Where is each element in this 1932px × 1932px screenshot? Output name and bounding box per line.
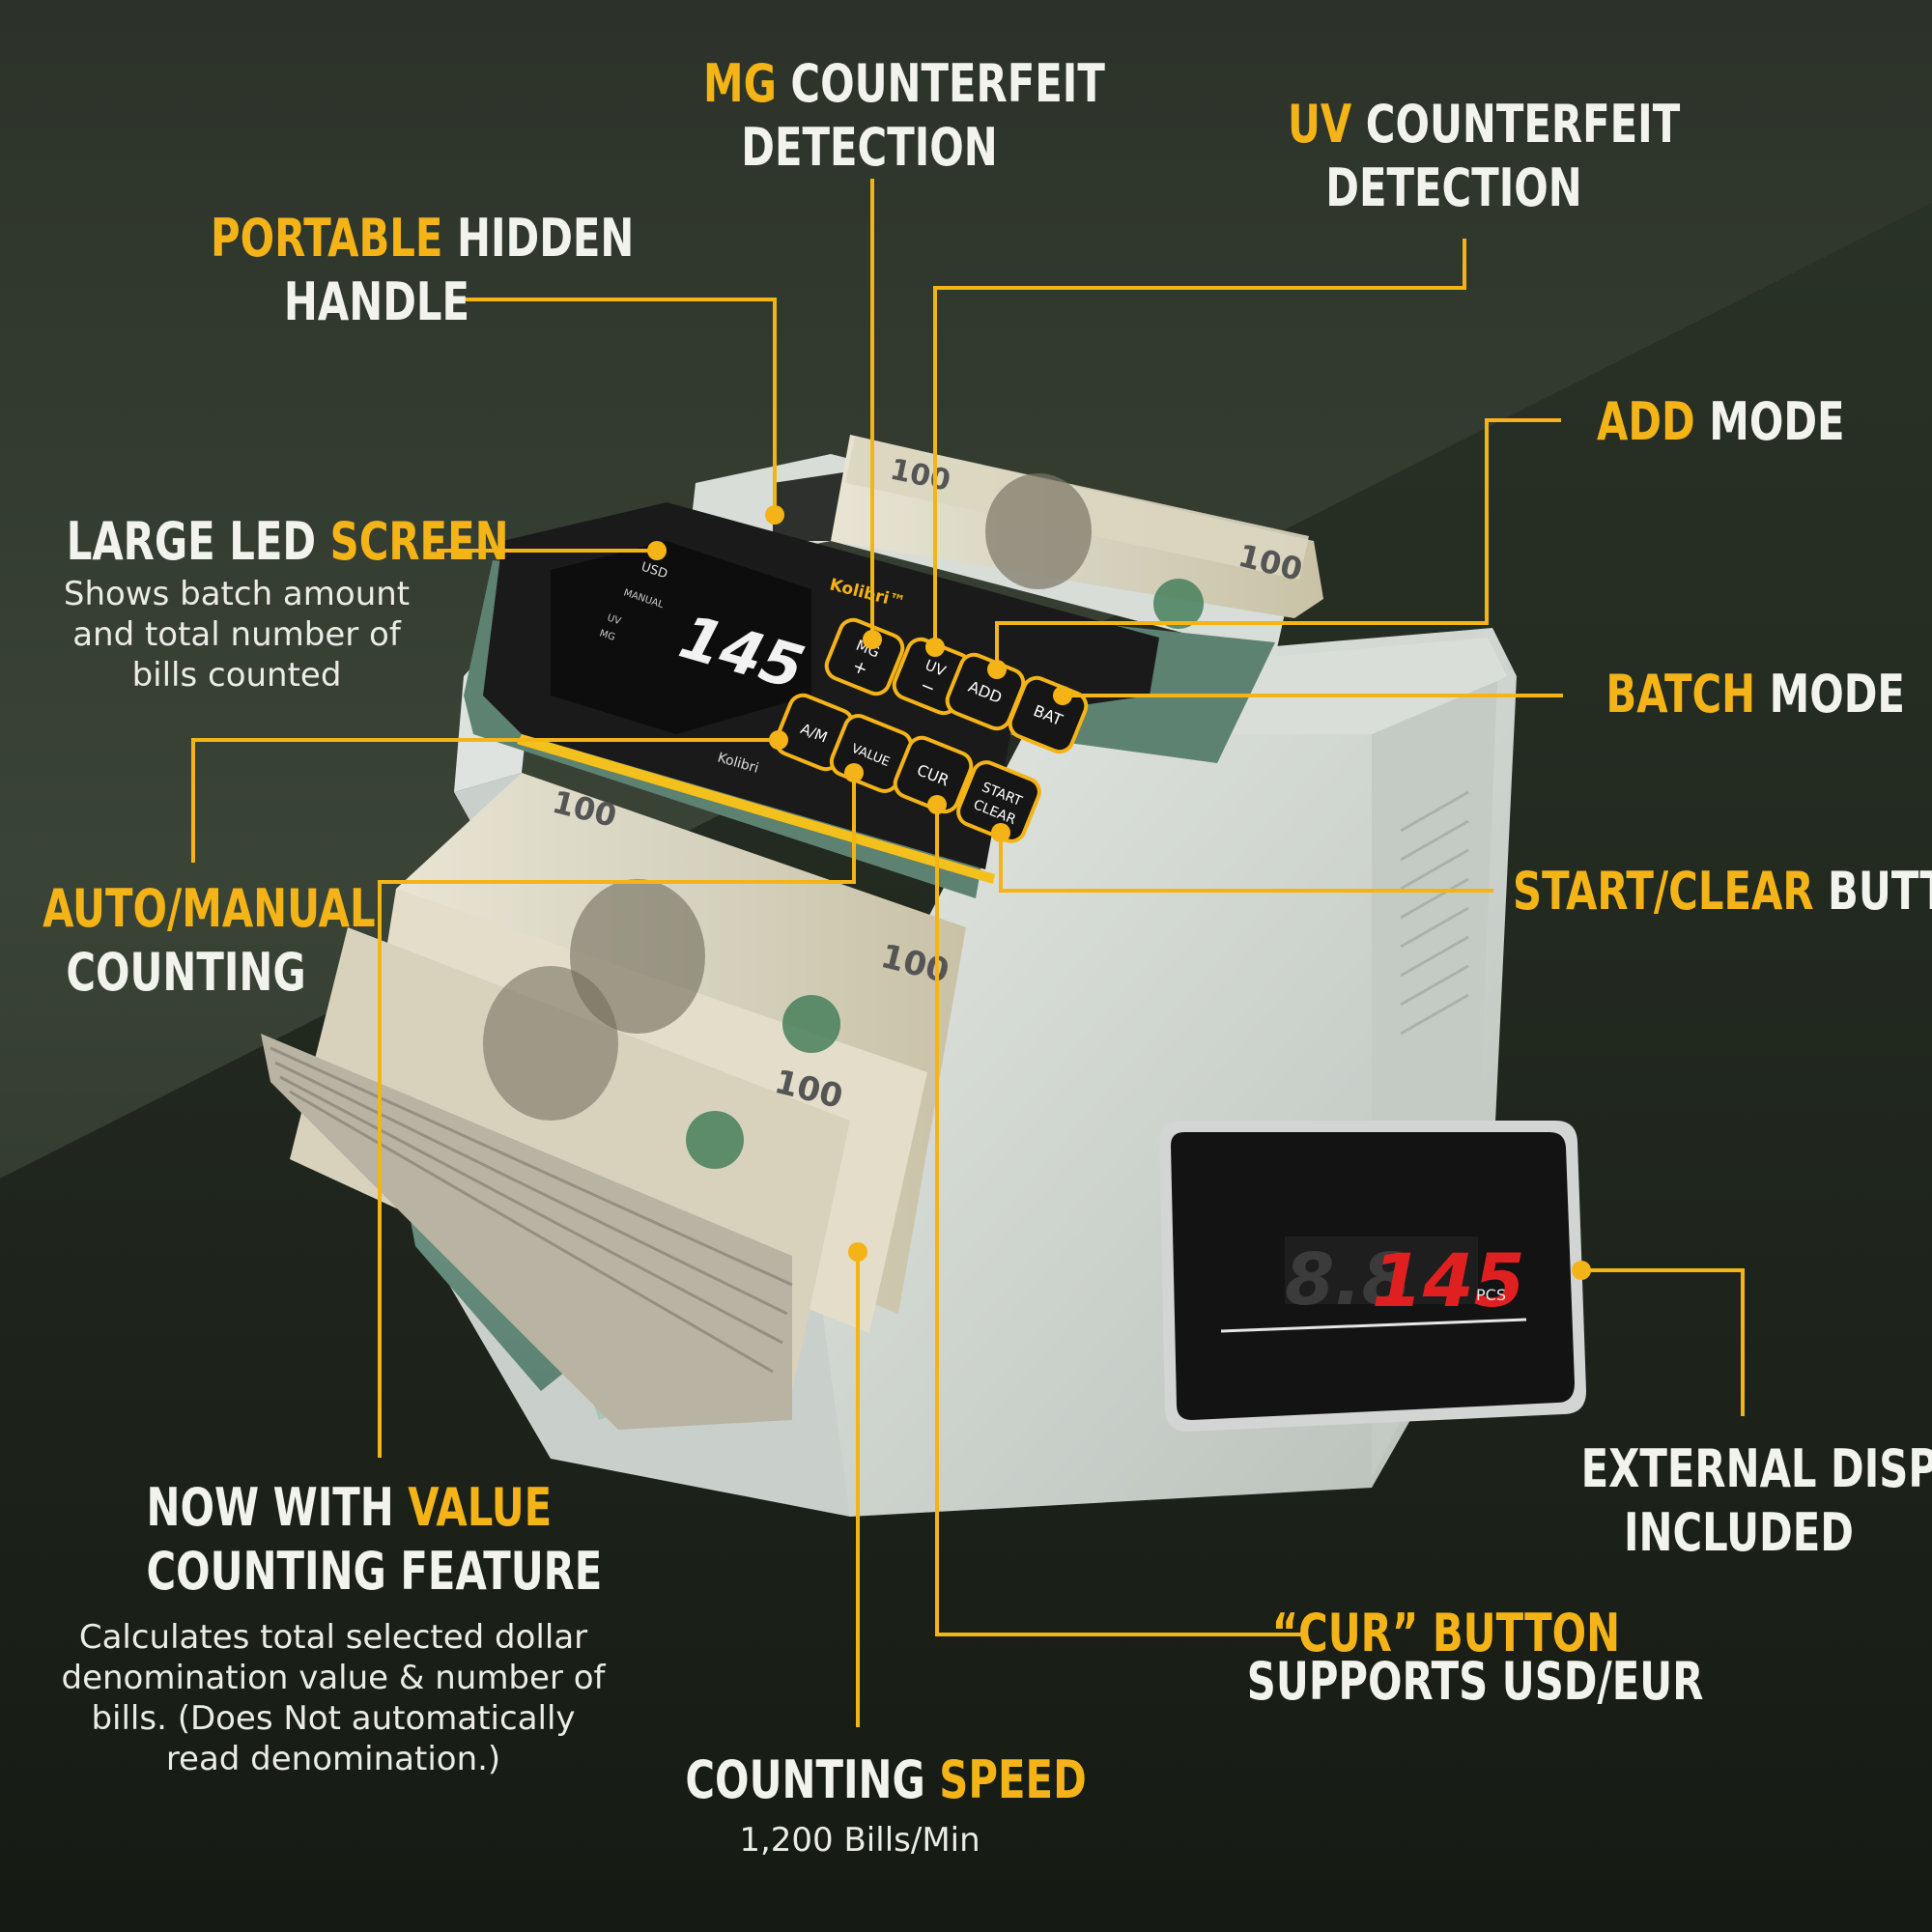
callout-handle-accent: PORTABLE (211, 208, 443, 269)
cur-button[interactable]: CUR (891, 734, 975, 816)
svg-text:−: − (917, 675, 938, 699)
callout-add-accent: ADD (1597, 391, 1695, 452)
leader-auto (191, 738, 779, 863)
callout-value-counting: NOW WITH VALUE COUNTING FEATURE (146, 1476, 603, 1604)
callout-mg-detection: MG COUNTERFEIT DETECTION (703, 52, 1105, 180)
callout-batch-rest: MODE (1755, 664, 1905, 724)
callout-uv-accent: UV (1288, 94, 1352, 155)
callout-cur-line2: SUPPORTS USD/EUR (1246, 1651, 1704, 1712)
leader-value (378, 773, 856, 1458)
leader-handle (464, 298, 777, 515)
callout-mg-rest: COUNTERFEIT (776, 53, 1105, 114)
bills-hopper: 100 100 (831, 435, 1323, 629)
leader-start (999, 833, 1493, 893)
callout-screen-description: Shows batch amount and total number of b… (63, 575, 411, 695)
callout-mg-line2: DETECTION (741, 117, 998, 178)
callout-handle-line2: HANDLE (283, 271, 470, 332)
callout-batch-accent: BATCH (1605, 664, 1756, 724)
bills-front: 100 100 100 (261, 773, 966, 1430)
external-display-readout: 8.8 145 PCS (1285, 1237, 1525, 1323)
callout-add-rest: MODE (1694, 391, 1845, 452)
callout-uv-detection: UV COUNTERFEIT DETECTION (1288, 93, 1680, 220)
external-display-value: 145 (1372, 1237, 1525, 1323)
callout-portable-handle: PORTABLE HIDDEN HANDLE (211, 207, 634, 334)
callout-cur-accent: “CUR” BUTTON (1271, 1603, 1621, 1663)
callout-external-line1: EXTERNAL DISPLAY (1580, 1438, 1932, 1499)
callout-cur-line2-wrap: SUPPORTS USD/EUR (1246, 1650, 1704, 1714)
callout-uv-line2: DETECTION (1325, 157, 1582, 218)
callout-uv-rest: COUNTERFEIT (1351, 94, 1681, 155)
callout-start-clear: START/CLEAR BUTTON (1513, 860, 1932, 923)
callout-batch-mode: BATCH MODE (1605, 663, 1905, 726)
callout-screen-accent: SCREEN (329, 511, 509, 572)
callout-speed-accent: SPEED (939, 1749, 1087, 1810)
callout-auto-line2: COUNTING (66, 942, 306, 1003)
external-display-unit: PCS (1476, 1286, 1506, 1304)
callout-handle-rest: HIDDEN (442, 208, 635, 269)
leader-add (995, 418, 1561, 669)
callout-counting-speed: COUNTING SPEED (685, 1748, 1086, 1812)
callout-external-display: EXTERNAL DISPLAY INCLUDED (1580, 1437, 1932, 1565)
leader-external (1581, 1268, 1745, 1416)
callout-start-accent: START/CLEAR (1513, 861, 1814, 922)
callout-add-mode: ADD MODE (1597, 390, 1846, 454)
start-clear-button[interactable]: START CLEAR (954, 758, 1043, 845)
callout-screen-text: LARGE LED (66, 511, 330, 572)
callout-start-rest: BUTTON (1828, 861, 1932, 922)
callout-auto-accent: AUTO/MANUAL (43, 878, 376, 939)
callout-external-line2: INCLUDED (1623, 1502, 1854, 1563)
callout-value-description: Calculates total selected dollar denomin… (61, 1618, 606, 1778)
callout-speed-text: COUNTING (685, 1749, 940, 1810)
svg-text:8.8: 8.8 (1285, 1238, 1411, 1321)
svg-text:+: + (849, 656, 870, 680)
callout-value-accent: VALUE (408, 1477, 553, 1538)
external-display (1159, 1121, 1586, 1432)
callout-cur-button: “CUR” BUTTON (1271, 1602, 1621, 1665)
callout-value-line2: COUNTING FEATURE (146, 1541, 603, 1602)
lcd-mg-tag: MG (598, 628, 616, 643)
callout-speed-description: 1,200 Bills/Min (739, 1821, 980, 1860)
callout-auto-manual: AUTO/MANUAL COUNTING (43, 877, 376, 1005)
leader-uv (933, 239, 1466, 647)
lcd-uv-tag: UV (606, 612, 622, 627)
leader-cur (935, 805, 1306, 1636)
callout-value-text: NOW WITH (146, 1477, 409, 1538)
callout-led-screen: LARGE LED SCREEN (66, 510, 509, 574)
callout-mg-accent: MG (703, 53, 777, 114)
